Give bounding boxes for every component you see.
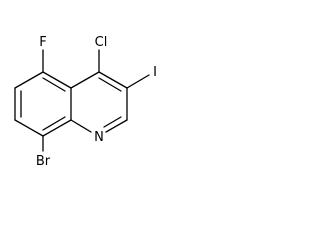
bond-c7-c8 xyxy=(14,119,44,137)
bond-c2-n1-inner xyxy=(103,116,122,128)
atom-label-chlorine: Cl xyxy=(95,35,108,50)
bond-c5-c6 xyxy=(14,71,44,89)
atom-label-nitrogen: N xyxy=(94,130,104,145)
bond-c4-c3 xyxy=(98,71,128,89)
bond-c4a-c5-inner xyxy=(42,77,66,92)
atom-label-iodine: I xyxy=(153,65,157,80)
bond-c2-n1 xyxy=(105,119,128,133)
bond-c4-c3-inner xyxy=(98,77,122,92)
bond-c3-i xyxy=(126,74,150,89)
molecule-structure-diagram: F Cl I N Br xyxy=(14,35,157,169)
atom-label-fluorine: F xyxy=(39,35,46,50)
atom-label-bromine: Br xyxy=(36,154,51,169)
bond-c8-c8a-inner xyxy=(42,116,66,131)
bond-n1-c8a xyxy=(70,119,92,133)
bond-c4a-c5 xyxy=(42,71,72,89)
bond-c4a-c4 xyxy=(70,71,100,89)
bond-c8-c8a xyxy=(42,119,72,137)
